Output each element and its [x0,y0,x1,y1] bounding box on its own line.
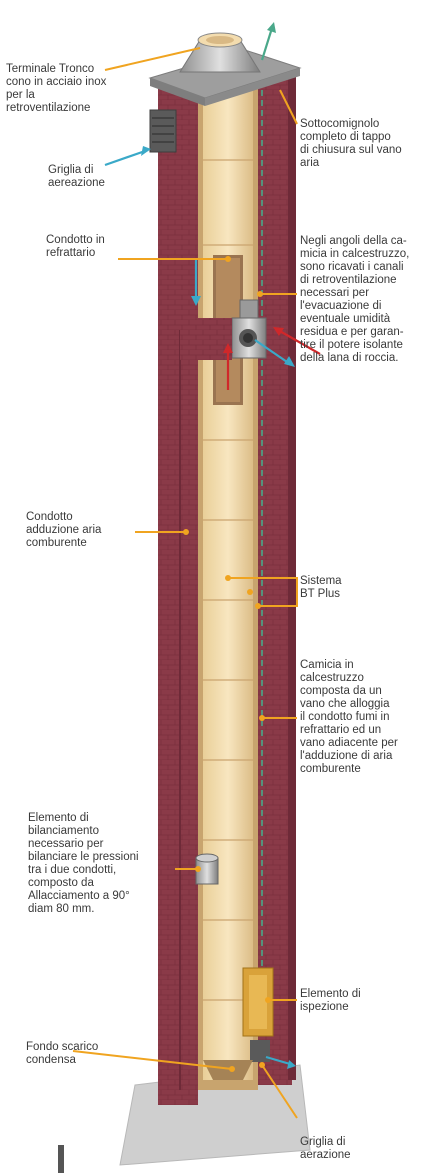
condensate-bottom [203,1060,253,1080]
label-sottocomignolo: Sottocomignolo completo di tappo di chiu… [300,118,402,169]
label-angoli: Negli angoli della ca- micia in calcestr… [300,235,410,364]
bottom-grille [250,1040,270,1062]
label-fondo: Fondo scarico condensa [26,1041,99,1066]
leader-sistema [228,577,298,607]
top-grille [149,109,177,153]
label-camicia: Camicia in calcestruzzo composta da un v… [300,659,398,775]
label-bilanciamento: Elemento di bilanciamento necessario per… [28,812,139,915]
label-condotto-refrattario: Condotto in refrattario [46,234,105,259]
label-terminale: Terminale Tronco cono in acciaio inox pe… [6,63,107,114]
leader-griglia-aerazione [261,1064,298,1119]
leader-terminale [104,47,201,71]
label-condotto-adduzione: Condotto adduzione aria comburente [26,511,102,549]
label-ispezione: Elemento di ispezione [300,988,361,1013]
label-griglia-aerazione: Griglia di aerazione [300,1136,351,1161]
label-griglia-aereazione: Griglia di aereazione [48,164,105,189]
leader-fondo [72,1050,233,1070]
chimney-left-wall [158,75,198,1105]
label-sistema: Sistema BT Plus [300,575,342,600]
chimney-right-wall [258,75,292,1085]
leader-sottocomignolo [279,89,298,125]
